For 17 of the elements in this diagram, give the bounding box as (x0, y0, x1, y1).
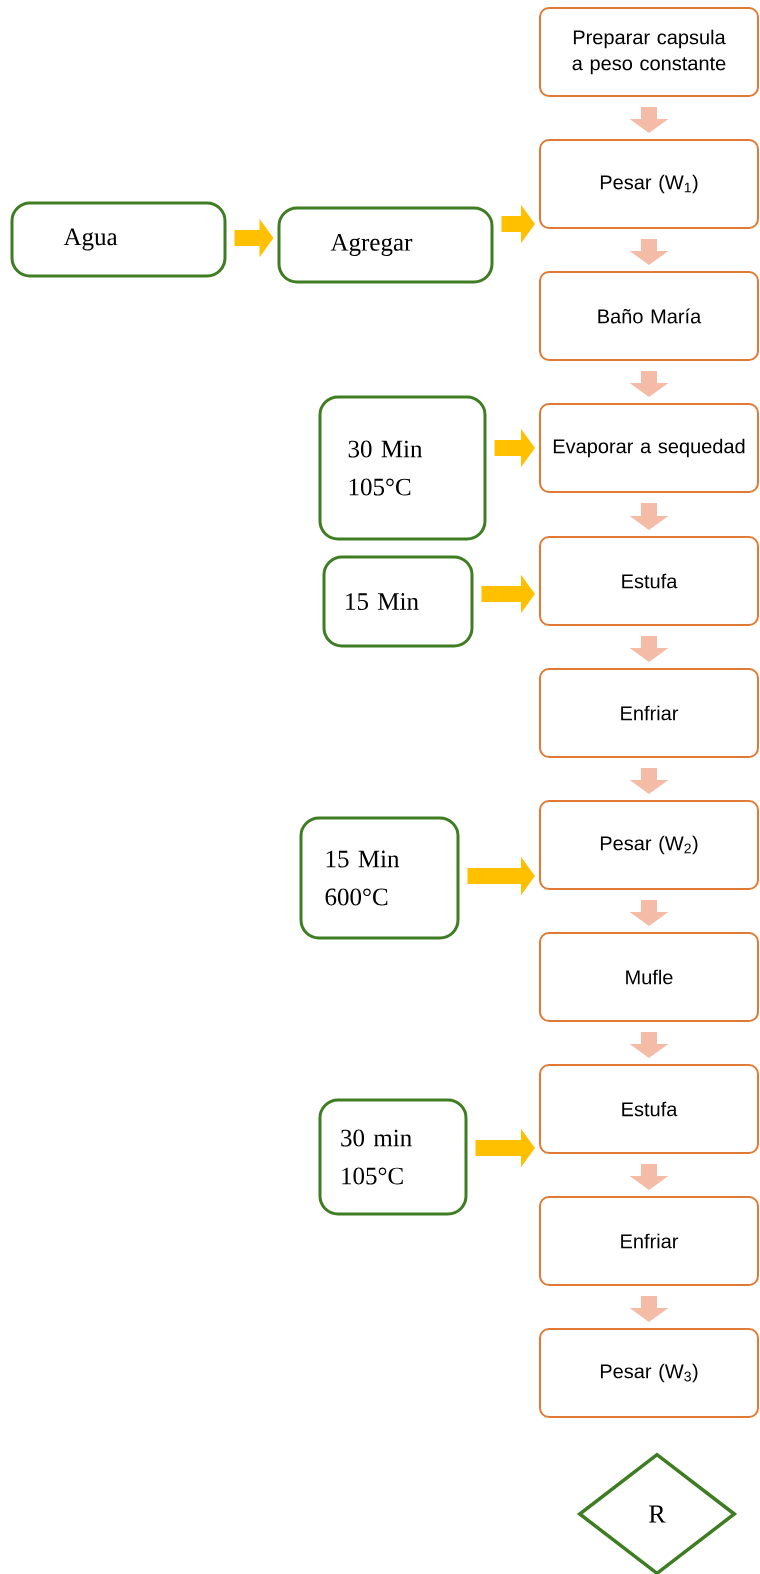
process-box: Mufle (539, 932, 759, 1022)
process-box: Pesar (W$_{3}$) (539, 1328, 759, 1418)
condition-box: 30 min 105°C (318, 1098, 468, 1216)
condition-box: 15 Min 600°C (299, 816, 460, 940)
process-box: Estufa (539, 536, 759, 626)
condition-box: Agregar (277, 206, 494, 284)
process-box: Preparar capsula a peso constante (539, 7, 759, 97)
process-box: Evaporar a sequedad (539, 403, 759, 493)
process-box: Pesar (W$_{1}$) (539, 139, 759, 229)
process-box: Baño María (539, 271, 759, 361)
process-box: Pesar (W$_{2}$) (539, 800, 759, 890)
process-box: Enfriar (539, 668, 759, 758)
condition-box: Agua (10, 201, 227, 278)
condition-box: 15 Min (322, 555, 474, 648)
condition-box: 30 Min 105°C (318, 395, 487, 541)
process-box: Enfriar (539, 1196, 759, 1286)
process-box: Estufa (539, 1064, 759, 1154)
